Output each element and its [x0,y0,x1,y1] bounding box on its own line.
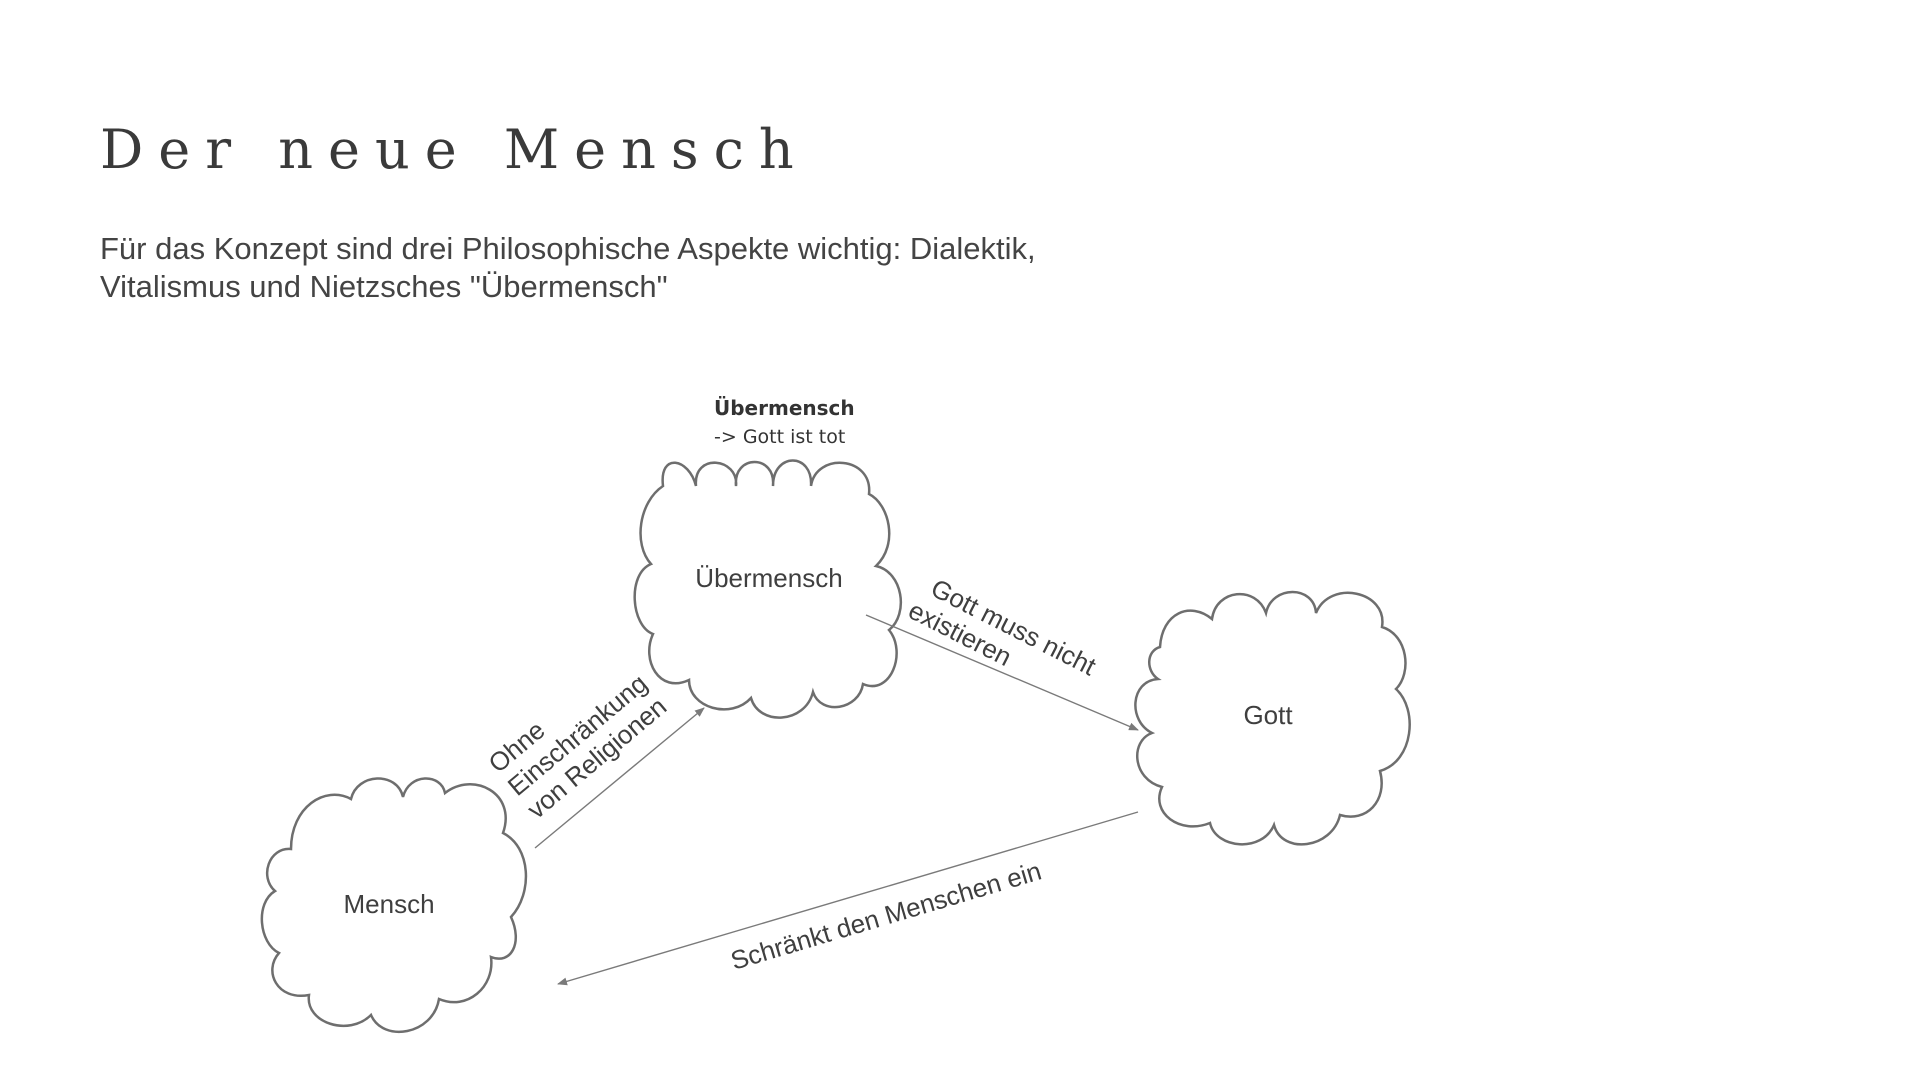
edge-label-gott-to-mensch: Schränkt den Menschen ein [727,855,1045,975]
cloud-uebermensch: Übermensch [633,459,903,719]
note-title: Übermensch [714,396,855,420]
edge-label-uebermensch-to-gott: Gott muss nicht existieren [904,568,1108,711]
node-label-uebermensch: Übermensch [695,563,842,593]
cloud-mensch: Mensch [260,777,528,1033]
cloud-outline [1134,590,1411,846]
node-label-mensch: Mensch [343,889,434,919]
slide-subtitle: Für das Konzept sind drei Philosophische… [100,230,1300,306]
edge-label-mensch-to-uebermensch: Ohne Einschränkung von Religionen [483,640,678,824]
node-label-gott: Gott [1243,700,1293,730]
cloud-outline [633,459,903,719]
slide-title: Der neue Mensch [100,118,809,181]
edge-label-line: Schränkt den Menschen ein [727,855,1045,975]
arrow-mensch-to-uebermensch [534,707,705,849]
cloud-outline [260,777,528,1033]
arrow-uebermensch-to-gott [865,614,1139,731]
subtitle-line-2: Vitalismus und Nietzsches "Übermensch" [100,269,668,304]
arrow-gott-to-mensch [557,811,1139,986]
cloud-gott: Gott [1134,590,1411,846]
subtitle-line-1: Für das Konzept sind drei Philosophische… [100,231,1036,266]
note-text: -> Gott ist tot [714,426,845,448]
